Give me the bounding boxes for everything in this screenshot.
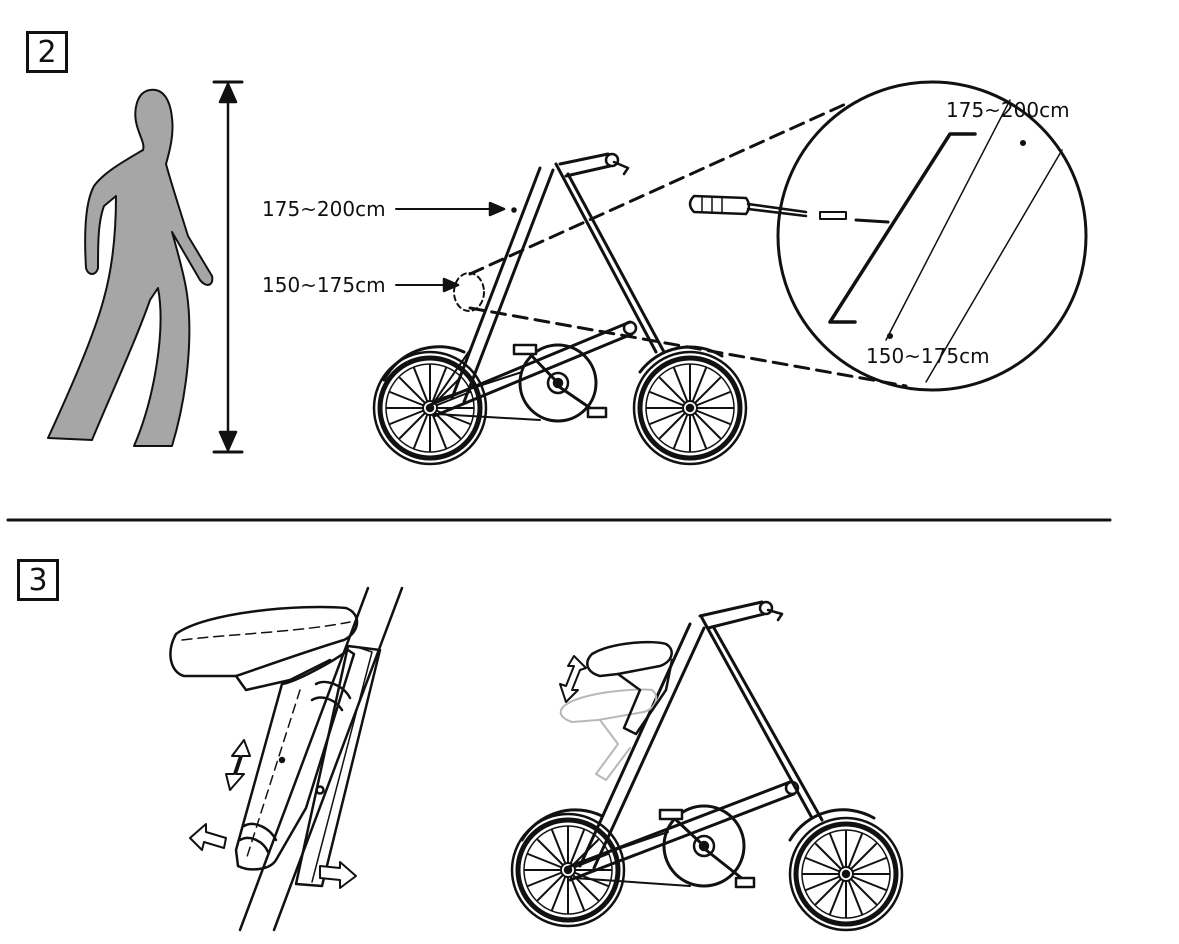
seat-closeup <box>169 586 404 932</box>
label-pointer-arrows <box>395 201 506 293</box>
height-label-lower: 150~175cm <box>262 273 386 297</box>
screwdriver-icon <box>688 194 890 224</box>
step-2-number: 2 <box>37 34 57 70</box>
bike-step3 <box>512 600 902 930</box>
height-label-upper: 175~200cm <box>262 197 386 221</box>
step-3-number: 3 <box>28 562 48 598</box>
step-3-badge: 3 <box>17 559 59 601</box>
zoom-callout-lines <box>468 100 908 388</box>
seat-height-arrow <box>559 655 587 703</box>
person-silhouette <box>47 88 214 447</box>
arrow-right-icon <box>319 861 357 889</box>
adjust-double-arrow <box>225 739 251 791</box>
bike-step2 <box>374 152 746 464</box>
arrow-left-icon <box>189 823 227 851</box>
zoom-detail-circle <box>688 80 1088 392</box>
zoom-label-lower: 150~175cm <box>866 344 990 368</box>
height-arrow <box>212 80 244 454</box>
step-2-badge: 2 <box>26 31 68 73</box>
